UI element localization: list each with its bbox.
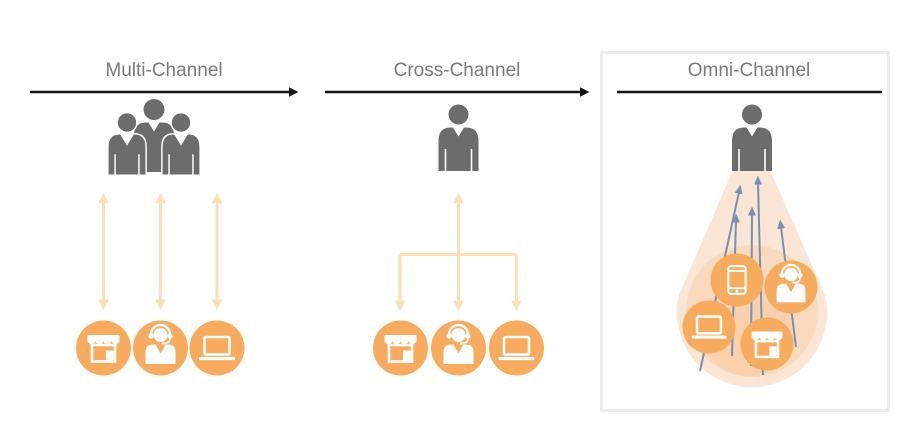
support-agent-channel <box>764 260 818 314</box>
cross-channel-title: Cross-Channel <box>393 60 521 81</box>
store-channel <box>76 320 131 376</box>
smartphone-channel <box>710 253 764 307</box>
omni-channel-section <box>617 90 882 388</box>
customer-icon <box>731 103 773 172</box>
support-agent-channel <box>431 320 486 376</box>
multi-channel-section <box>30 87 299 376</box>
cross-channel-section <box>325 87 590 376</box>
store-channel <box>740 317 794 371</box>
store-channel <box>373 320 428 376</box>
laptop-channel <box>489 320 544 376</box>
omni-channel-title: Omni-Channel <box>687 60 811 81</box>
customer-group-icon <box>107 99 201 176</box>
multi-channel-title: Multi-Channel <box>105 60 223 81</box>
support-agent-channel <box>133 320 188 376</box>
customer-icon <box>437 103 480 172</box>
laptop-channel <box>682 300 736 354</box>
laptop-channel <box>189 320 245 376</box>
